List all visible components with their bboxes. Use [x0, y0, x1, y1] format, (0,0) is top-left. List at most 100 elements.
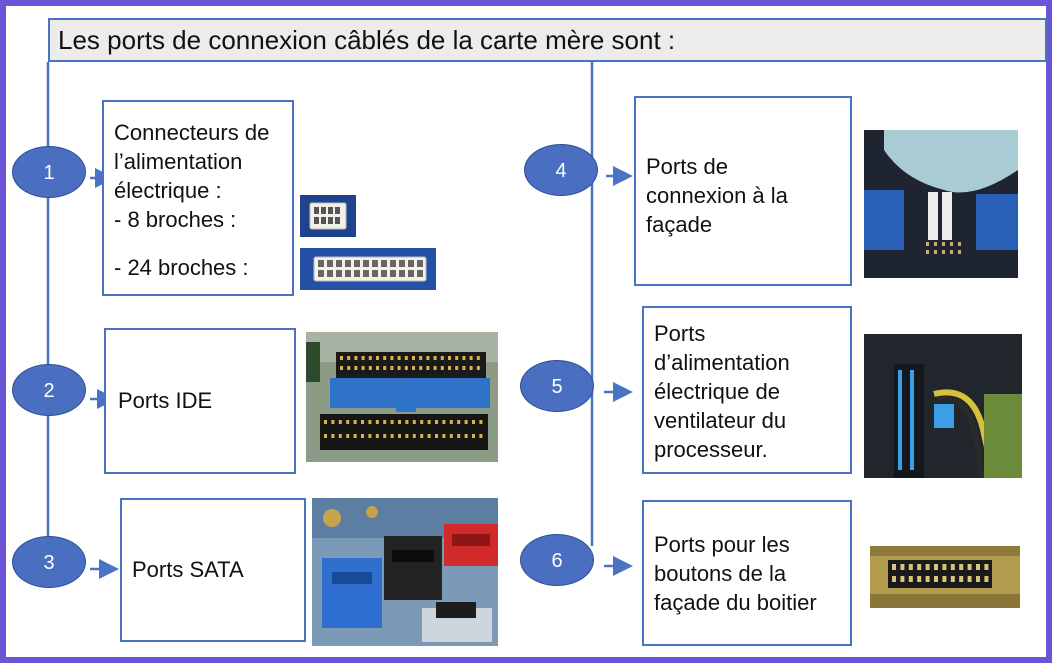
connector-pin: [950, 250, 953, 254]
connector-pin: [368, 420, 372, 424]
connector-pin: [433, 356, 437, 360]
connector-pin: [368, 356, 372, 360]
connector-pin: [925, 564, 930, 570]
connector-pin: [469, 366, 473, 370]
connector-pin: [934, 250, 937, 254]
connector-pin: [476, 366, 480, 370]
item-text-line: boutons de la: [654, 561, 787, 586]
item-text-line: Ports de: [646, 154, 728, 179]
connector-pin: [479, 420, 483, 424]
step-circle-1: 1: [12, 146, 86, 198]
connector-pin: [368, 366, 372, 370]
front-panel-ports-photo: [864, 130, 1018, 278]
diagram-title: Les ports de connexion câblés de la cart…: [48, 18, 1047, 62]
connector-pin: [390, 260, 396, 267]
connector-pin: [381, 260, 387, 267]
connector-pin: [476, 356, 480, 360]
connector-pin: [435, 434, 438, 438]
connector-pin: [917, 576, 922, 582]
connector-pin: [426, 366, 430, 370]
connector-pin: [390, 356, 394, 360]
step-circle-4: 4: [524, 144, 598, 196]
connector-pin: [383, 366, 387, 370]
item-text-line: l’alimentation: [114, 149, 243, 174]
connector-pin: [363, 270, 369, 277]
fan-header-icon: [864, 334, 1022, 478]
connector-pin: [926, 242, 929, 246]
connector-pin: [472, 420, 475, 424]
connector-pin: [934, 564, 938, 570]
connector-pin: [934, 242, 937, 246]
connector-pin: [345, 260, 351, 267]
connector-pin: [950, 242, 953, 246]
item-text-line: connexion à la: [646, 183, 788, 208]
connector-pin: [934, 576, 938, 582]
connector-pin: [440, 366, 444, 370]
connector-pin: [976, 564, 980, 570]
connector-pin: [368, 434, 372, 438]
connector-pin: [958, 250, 961, 254]
connector-pin: [412, 366, 415, 370]
connector-pin: [324, 434, 327, 438]
connector-pin: [405, 434, 409, 438]
item-text-line: Ports SATA: [132, 557, 244, 582]
sata-ports-photo: [312, 498, 498, 646]
connector-pin: [462, 366, 466, 370]
connector-pin: [420, 420, 424, 424]
item-box-4: Ports de connexion à la façade: [634, 96, 852, 286]
connector-pin: [346, 420, 350, 424]
connector-pin: [455, 366, 459, 370]
connector-pin: [347, 356, 351, 360]
connector-pin: [435, 420, 438, 424]
connector-pin: [926, 250, 929, 254]
connector-pin: [457, 434, 461, 438]
connector-pin: [381, 270, 387, 277]
connector-pin: [942, 250, 945, 254]
step-circle-5: 5: [520, 360, 594, 412]
connector-pin: [399, 270, 405, 277]
step-circle-6: 6: [520, 534, 594, 586]
connector-pin: [353, 434, 357, 438]
connector-pin: [942, 576, 947, 582]
connector-pin: [354, 260, 360, 267]
connector-pin: [390, 270, 396, 277]
connector-pin: [908, 576, 913, 582]
ide-connector-icon: [306, 332, 498, 462]
step-number: 1: [43, 162, 55, 184]
item-text-line: électrique :: [114, 178, 222, 203]
connector-pin: [404, 366, 408, 370]
step-number: 5: [551, 376, 563, 398]
connector-pin: [398, 434, 401, 438]
connector-pin: [479, 434, 483, 438]
connector-pin: [967, 564, 972, 570]
connector-pin: [472, 434, 475, 438]
connector-pin: [942, 242, 945, 246]
connector-pin: [354, 356, 358, 360]
connector-pin: [327, 270, 333, 277]
connector-pin: [331, 434, 335, 438]
connector-pin: [892, 576, 896, 582]
connector-pin: [462, 356, 466, 360]
item-box-1: Connecteurs de l’alimentation électrique…: [102, 100, 294, 296]
connector-pin: [449, 434, 453, 438]
item-text-line: Connecteurs de: [114, 120, 270, 145]
connector-pin: [984, 576, 989, 582]
connector-pin: [950, 564, 955, 570]
connector-pin: [455, 356, 459, 360]
connector-pin: [959, 576, 964, 582]
connector-pin: [442, 434, 446, 438]
connector-pin: [331, 420, 335, 424]
step-number: 6: [551, 550, 563, 572]
connector-pin: [433, 366, 437, 370]
connector-pin: [336, 270, 342, 277]
24-pin-connector-photo: [300, 248, 436, 290]
connector-pin: [327, 260, 333, 267]
connector-pin: [345, 270, 351, 277]
connector-pin: [958, 242, 961, 246]
8-pin-connector-photo: [300, 195, 356, 237]
item-text-line: Ports: [654, 321, 706, 346]
front-panel-header-icon: [864, 130, 1018, 278]
connector-pin: [354, 270, 360, 277]
item-text-line: électrique de: [654, 379, 780, 404]
